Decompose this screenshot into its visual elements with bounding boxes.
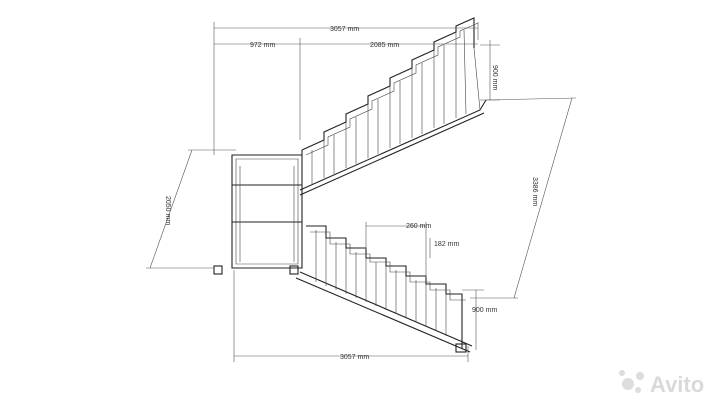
- dim-top-right: 2085 mm: [370, 42, 399, 49]
- watermark-text: Avito: [650, 372, 704, 397]
- dim-platform-depth: 2050 mm: [164, 196, 171, 225]
- dimension-lines: [146, 22, 577, 362]
- landing-platform: [213, 150, 303, 275]
- dim-riser: 182 mm: [434, 241, 459, 248]
- dim-lower-step-height: 900 mm: [472, 307, 497, 314]
- dim-overall-depth: 3386 mm: [531, 177, 538, 206]
- dim-upper-step-height: 900 mm: [491, 65, 498, 90]
- dim-tread: 260 mm: [406, 223, 431, 230]
- lower-flight: [295, 225, 473, 353]
- dim-top-total: 3057 mm: [330, 26, 359, 33]
- avito-watermark: Avito: [619, 370, 704, 397]
- upper-flight: [299, 17, 487, 196]
- avito-dots-icon: [619, 370, 644, 393]
- dim-top-left: 972 mm: [250, 42, 275, 49]
- dim-bottom-total: 3057 mm: [340, 354, 369, 361]
